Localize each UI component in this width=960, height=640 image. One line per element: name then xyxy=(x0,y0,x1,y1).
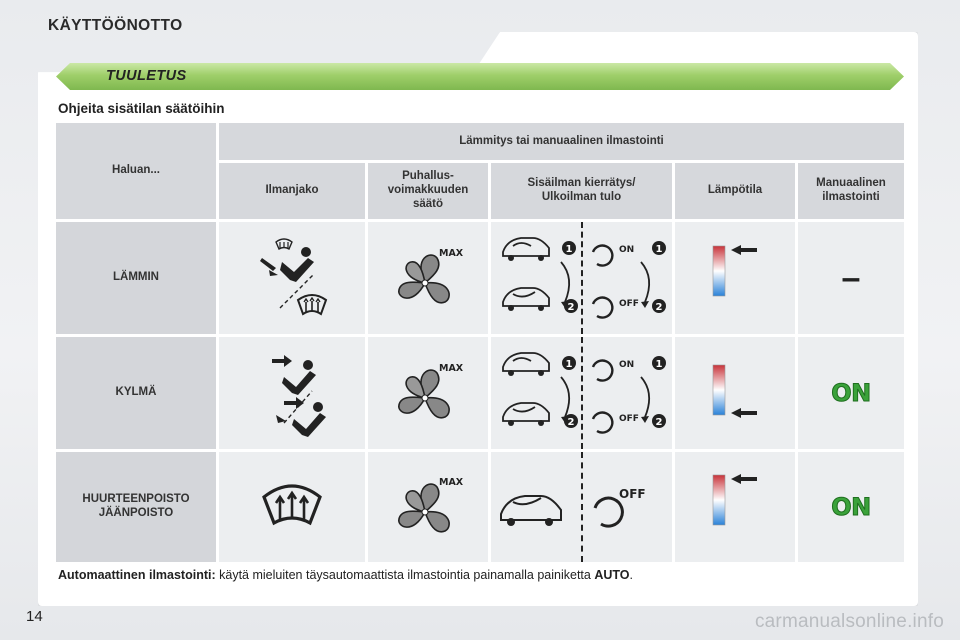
step-1-badge: 1 xyxy=(566,244,573,255)
fan-max-label: MAX xyxy=(439,248,464,259)
recirculation-warm: 1 2 ON OFF 1 2 xyxy=(491,222,672,334)
ac-on-badge: ON xyxy=(831,378,872,407)
step-1-badge-cold: 1 xyxy=(566,359,573,370)
group-header-label: Lämmitys tai manuaalinen ilmastointi xyxy=(459,134,664,147)
col-header-fan-speed: Puhallus- voimakkuuden säätö xyxy=(368,163,488,219)
footer-suffix: . xyxy=(629,568,633,582)
recirculation-cold: 1 2 ON OFF 1 2 xyxy=(491,337,672,449)
temperature-gauge-hot-icon-defrost xyxy=(712,474,757,526)
step-2-badge-right: 2 xyxy=(656,302,663,313)
col-header-air-distribution: Ilmanjako xyxy=(219,163,365,219)
recirc-off-label: OFF xyxy=(619,299,639,309)
step-1-badge-right: 1 xyxy=(656,244,663,255)
fan-max-label-defrost: MAX xyxy=(439,477,464,488)
col-header-temperature: Lämpötila xyxy=(675,163,795,219)
fan-speed-max-defrost: MAX xyxy=(368,452,488,562)
row-label-warm: LÄMMIN xyxy=(56,222,216,334)
page-title: KÄYTTÖÖNOTTO xyxy=(48,17,183,34)
footer-text: käytä mieluiten täysautomaattista ilmast… xyxy=(215,568,595,582)
fan-speed-max-warm: MAX xyxy=(368,222,488,334)
col-header-manual-ac: Manuaalinen ilmastointi xyxy=(798,163,904,219)
footer-prefix: Automaattinen ilmastointi: xyxy=(58,568,216,582)
page-number: 14 xyxy=(26,608,43,625)
recirculation-defrost: OFF xyxy=(491,452,672,562)
col-header-recirculation: Sisäilman kierrätys/ Ulkoilman tulo xyxy=(491,163,672,219)
manual-ac-defrost: ON xyxy=(798,452,904,562)
recirculation-divider-defrost xyxy=(581,452,583,562)
temperature-defrost xyxy=(675,452,795,562)
watermark: carmanualsonline.info xyxy=(754,611,944,632)
air-distribution-windscreen xyxy=(219,452,365,562)
temperature-gauge-hot-icon xyxy=(712,245,757,297)
recirc-on-label-cold: ON xyxy=(619,360,634,370)
recirc-on-label: ON xyxy=(619,245,634,255)
footer-auto-button: AUTO xyxy=(594,568,630,582)
recirculation-sequence-icon-cold: 1 2 ON OFF 1 2 xyxy=(502,352,666,434)
windscreen-defrost-icon xyxy=(262,484,322,526)
recirculation-divider-cold xyxy=(581,337,583,449)
fan-icon: MAX xyxy=(398,248,464,304)
section-title: TUULETUS xyxy=(106,68,187,84)
recirc-off-label-cold: OFF xyxy=(619,414,639,424)
manual-ac-warm: – xyxy=(798,222,904,334)
step-2-badge: 2 xyxy=(568,302,575,313)
temperature-gauge-cold-icon xyxy=(712,364,757,418)
recirculation-divider xyxy=(581,222,583,334)
footer-note: Automaattinen ilmastointi: käytä mieluit… xyxy=(58,568,918,582)
step-2-badge-cold: 2 xyxy=(568,417,575,428)
air-distribution-feet-windscreen xyxy=(219,222,365,334)
subtitle: Ohjeita sisätilan säätöihin xyxy=(58,101,225,116)
seat-face-feet-icon xyxy=(272,355,326,437)
fan-speed-max-cold: MAX xyxy=(368,337,488,449)
fan-icon-defrost: MAX xyxy=(398,477,464,533)
seat-feet-windscreen-icon xyxy=(260,238,328,316)
ac-off-dash: – xyxy=(841,259,861,297)
fan-icon-cold: MAX xyxy=(398,363,464,419)
step-2-badge-right-cold: 2 xyxy=(656,417,663,428)
outside-air-intake-icon: OFF xyxy=(500,487,646,528)
row-label-defrost: HUURTEENPOISTO JÄÄNPOISTO xyxy=(56,452,216,562)
group-header: Lämmitys tai manuaalinen ilmastointi xyxy=(219,123,904,160)
manual-ac-cold: ON xyxy=(798,337,904,449)
air-distribution-face-feet xyxy=(219,337,365,449)
temperature-cold xyxy=(675,337,795,449)
temperature-warm xyxy=(675,222,795,334)
row-label-cold: KYLMÄ xyxy=(56,337,216,449)
step-1-badge-right-cold: 1 xyxy=(656,359,663,370)
fan-max-label-cold: MAX xyxy=(439,363,464,374)
table-corner: Haluan... xyxy=(56,123,216,219)
corner-label: Haluan... xyxy=(112,164,160,177)
ventilation-table: Haluan... Lämmitys tai manuaalinen ilmas… xyxy=(56,123,904,562)
section-banner: TUULETUS xyxy=(56,63,904,90)
recirc-off-label-defrost: OFF xyxy=(619,487,646,501)
ac-on-badge-defrost: ON xyxy=(831,492,872,521)
recirculation-sequence-icon: 1 2 ON OFF 1 2 xyxy=(502,237,666,319)
